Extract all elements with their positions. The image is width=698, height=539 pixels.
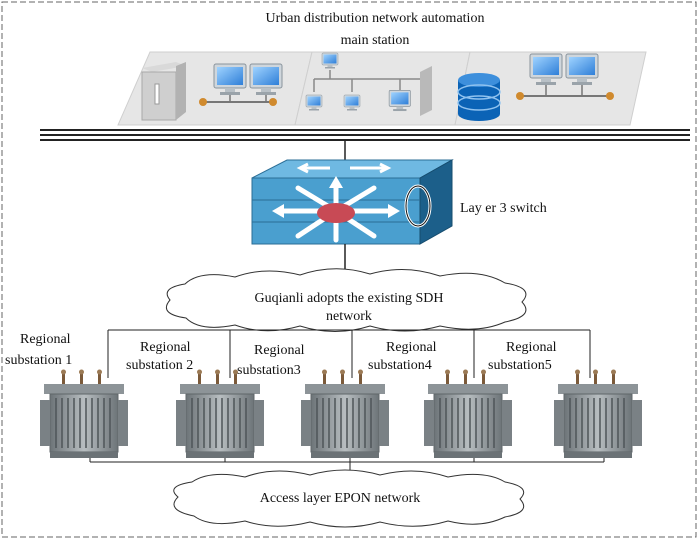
workstation-monitors-icon <box>199 63 283 106</box>
sdh-cloud-label-line2: network <box>326 309 372 324</box>
main-station-title-line1: Urban distribution network automation <box>266 11 485 26</box>
substation-3-label-line2: substation3 <box>237 363 301 378</box>
substation-4-label-line2: substation4 <box>368 358 432 373</box>
substation-2-label-line2: substation 2 <box>126 358 193 373</box>
substation-5-label-line2: substation5 <box>488 358 552 373</box>
substation-3-label-line1: Regional <box>254 343 305 358</box>
backbone-bus <box>40 129 690 141</box>
transformer-1-icon <box>39 368 129 459</box>
substation-frame <box>107 329 591 378</box>
workstation-monitors-right-icon <box>516 53 614 100</box>
main-station-title-line2: main station <box>341 33 410 48</box>
database-icon <box>457 73 501 121</box>
transformer-4-icon <box>423 368 513 459</box>
transformer-2-icon <box>175 368 265 459</box>
server-tower-icon <box>141 62 186 121</box>
switch-label: Lay er 3 switch <box>460 201 547 216</box>
substation-4-label-line1: Regional <box>386 340 437 355</box>
substation-5-label-line1: Regional <box>506 340 557 355</box>
lan-computers-icon <box>305 52 432 116</box>
sdh-cloud-label-line1: Guqianli adopts the existing SDH <box>255 291 444 306</box>
epon-cloud-label: Access layer EPON network <box>260 491 421 506</box>
substation-2-label-line1: Regional <box>140 340 191 355</box>
substation-1-label-line1: Regional <box>20 332 71 347</box>
epon-cloud <box>173 469 525 528</box>
transformer-3-icon <box>300 368 390 459</box>
layer3-switch-icon <box>251 159 454 245</box>
transformer-5-icon <box>553 368 643 459</box>
substation-1-label-line2: substation 1 <box>5 353 72 368</box>
